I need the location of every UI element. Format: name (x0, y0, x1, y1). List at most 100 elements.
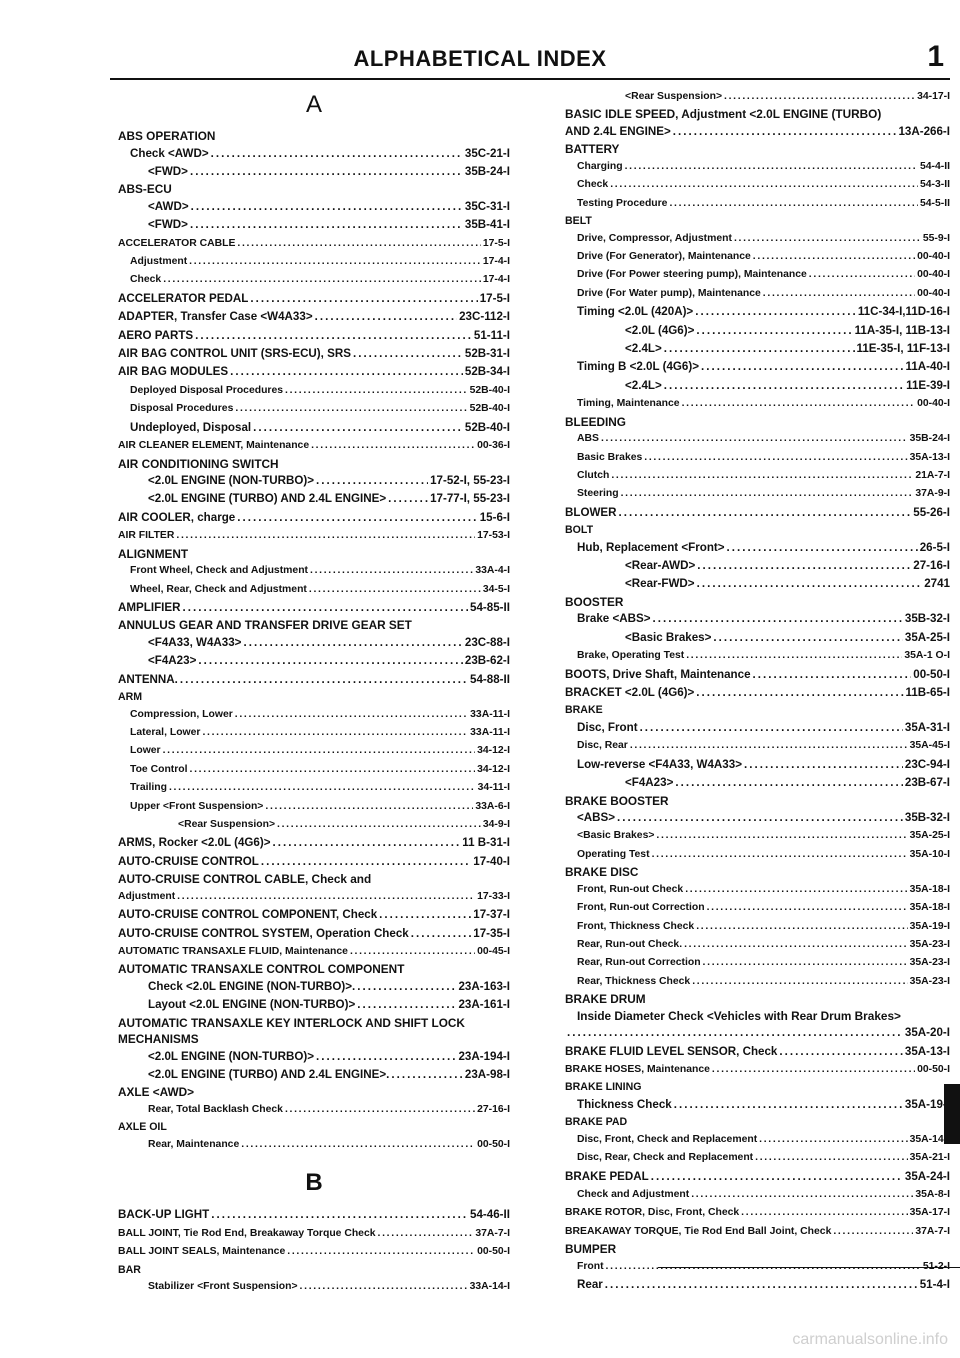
entry-label: Testing Procedure (577, 197, 668, 209)
entry-label: <2.0L (4G6)> (625, 323, 695, 337)
index-entry: ACCELERATOR PEDAL17-5-I (118, 290, 510, 308)
entry-page-ref: 35B-41-I (464, 218, 510, 232)
entry-label: Drive, Compressor, Adjustment (577, 232, 732, 244)
entry-page-ref: 00-40-I (917, 250, 950, 262)
entry-label: BACK-UP LIGHT (118, 1208, 210, 1222)
entry-page-ref: 35A-21-I (909, 1152, 950, 1164)
entry-label: AIR FILTER (118, 530, 175, 542)
entry-label: Steering (577, 488, 619, 500)
entry-page-ref: 35C-31-I (464, 199, 510, 213)
footer-rule (658, 1267, 960, 1268)
entry-page-ref: 15-6-I (479, 510, 510, 524)
index-entry: Rear, Total Backlash Check27-16-I (118, 1101, 510, 1119)
leader-dots (656, 827, 907, 845)
index-heading: AUTOMATIC TRANSAXLE KEY INTERLOCK AND SH… (118, 1015, 465, 1047)
entry-label: <Rear Suspension> (625, 91, 723, 102)
entry-label: <2.4L> (625, 378, 662, 392)
index-entry: <ABS>35B-32-I (565, 809, 950, 827)
leader-dots (388, 490, 428, 508)
entry-label: <F4A33, W4A33> (148, 635, 242, 649)
index-entry: Charging54-4-II (565, 158, 950, 176)
leader-dots (287, 1243, 475, 1261)
entry-page-ref: 52B-31-I (464, 347, 510, 361)
leader-dots (357, 996, 456, 1014)
entry-page-ref: 52B-40-I (469, 384, 510, 396)
index-heading: AUTO-CRUISE CONTROL CABLE, Check and (118, 872, 372, 887)
index-heading: ABS-ECU (118, 182, 172, 197)
entry-page-ref: 54-3-II (919, 179, 950, 191)
index-entry: Low-reverse <F4A33, W4A33>23C-94-I (565, 756, 950, 774)
leader-dots (315, 308, 457, 326)
leader-dots (277, 816, 481, 834)
entry-page-ref: 35A-19-I (909, 920, 950, 932)
entry-page-ref: 2741 (924, 577, 950, 591)
entry-label: Hub, Replacement <Front> (577, 540, 725, 554)
index-entry: Disc, Rear, Check and Replacement35A-21-… (565, 1149, 950, 1167)
leader-dots (697, 557, 911, 575)
index-heading: BRAKE PAD (565, 1116, 628, 1129)
leader-dots (195, 327, 472, 345)
leader-dots (617, 809, 903, 827)
leader-dots (243, 634, 462, 652)
index-entry: Steering37A-9-I (565, 485, 950, 503)
entry-label: Toe Control (130, 763, 188, 775)
entry-page-ref: 11A-40-I (905, 360, 950, 374)
index-entry: AUTO-CRUISE CONTROL COMPONENT, Check17-3… (118, 906, 510, 924)
leader-dots (235, 706, 468, 724)
leader-dots (652, 846, 908, 864)
index-heading: AIR CONDITIONING SWITCH (118, 456, 279, 471)
index-entry: AIR BAG MODULES52B-34-I (118, 363, 510, 381)
leader-dots (311, 437, 475, 455)
leader-dots (625, 158, 918, 176)
leader-dots (684, 936, 907, 954)
index-entry: Timing <2.0L (420A)>11C-34-I,11D-16-I (565, 303, 950, 321)
leader-dots (265, 798, 473, 816)
index-entry: <2.4L>11E-35-I, 11F-13-I (565, 340, 950, 358)
index-entry: BREAKAWAY TORQUE, Tie Rod End Ball Joint… (565, 1223, 950, 1241)
index-entry: Brake <ABS>35B-32-I (565, 610, 950, 628)
section-letter: B (305, 1169, 323, 1197)
entry-page-ref: 17-40-I (473, 854, 510, 868)
index-entry: <AWD>35C-31-I (118, 198, 510, 216)
entry-page-ref: 35B-24-I (909, 433, 950, 445)
entry-page-ref: 17-35-I (473, 926, 510, 940)
index-entry: Rear, Maintenance00-50-I (118, 1136, 510, 1154)
leader-dots (378, 1225, 474, 1243)
index-entry: <2.0L (4G6)>11A-35-I, 11B-13-I (565, 322, 950, 340)
leader-dots (664, 377, 904, 395)
entry-label: Brake, Operating Test (577, 650, 685, 662)
entry-page-ref: 23C-94-I (904, 757, 950, 771)
leader-dots (675, 774, 903, 792)
entry-page-ref: 13A-266-I (898, 124, 950, 138)
entry-label: AIR COOLER, charge (118, 510, 236, 524)
entry-label: Basic Brakes (577, 451, 643, 463)
leader-dots (180, 671, 468, 689)
entry-label: AND 2.4L ENGINE> (565, 124, 671, 138)
leader-dots (253, 419, 463, 437)
leader-dots (285, 1101, 475, 1119)
entry-label: BRAKE HOSES, Maintenance (565, 1063, 710, 1075)
entry-page-ref: 35A-25-I (904, 630, 950, 644)
entry-page-ref: 34-12-I (477, 763, 510, 775)
index-entry: ADAPTER, Transfer Case <W4A33>23C-112-I (118, 308, 510, 326)
index-heading: AUTOMATIC TRANSAXLE CONTROL COMPONENT (118, 962, 405, 977)
index-entry: <F4A33, W4A33>23C-88-I (118, 634, 510, 652)
entry-label: BOOTS, Drive Shaft, Maintenance (565, 667, 751, 681)
leader-dots (241, 1136, 475, 1154)
header-rule (110, 78, 950, 80)
leader-dots (691, 1186, 913, 1204)
entry-page-ref: 35A-19-I (904, 1097, 950, 1111)
leader-dots (309, 581, 481, 599)
entry-page-ref: 33A-14-I (469, 1281, 510, 1292)
index-entry: ABS35B-24-I (565, 430, 950, 448)
index-heading: BATTERY (565, 142, 620, 157)
entry-page-ref: 27-16-I (477, 1103, 510, 1115)
entry-label: Check (577, 179, 609, 191)
index-entry: BALL JOINT SEALS, Maintenance00-50-I (118, 1243, 510, 1261)
leader-dots (682, 395, 915, 413)
entry-label: Rear, Thickness Check (577, 975, 691, 987)
entry-page-ref: 00-40-I (917, 398, 950, 410)
entry-label: AUTO-CRUISE CONTROL SYSTEM, Operation Ch… (118, 926, 409, 940)
entry-page-ref: 27-16-I (913, 559, 950, 573)
